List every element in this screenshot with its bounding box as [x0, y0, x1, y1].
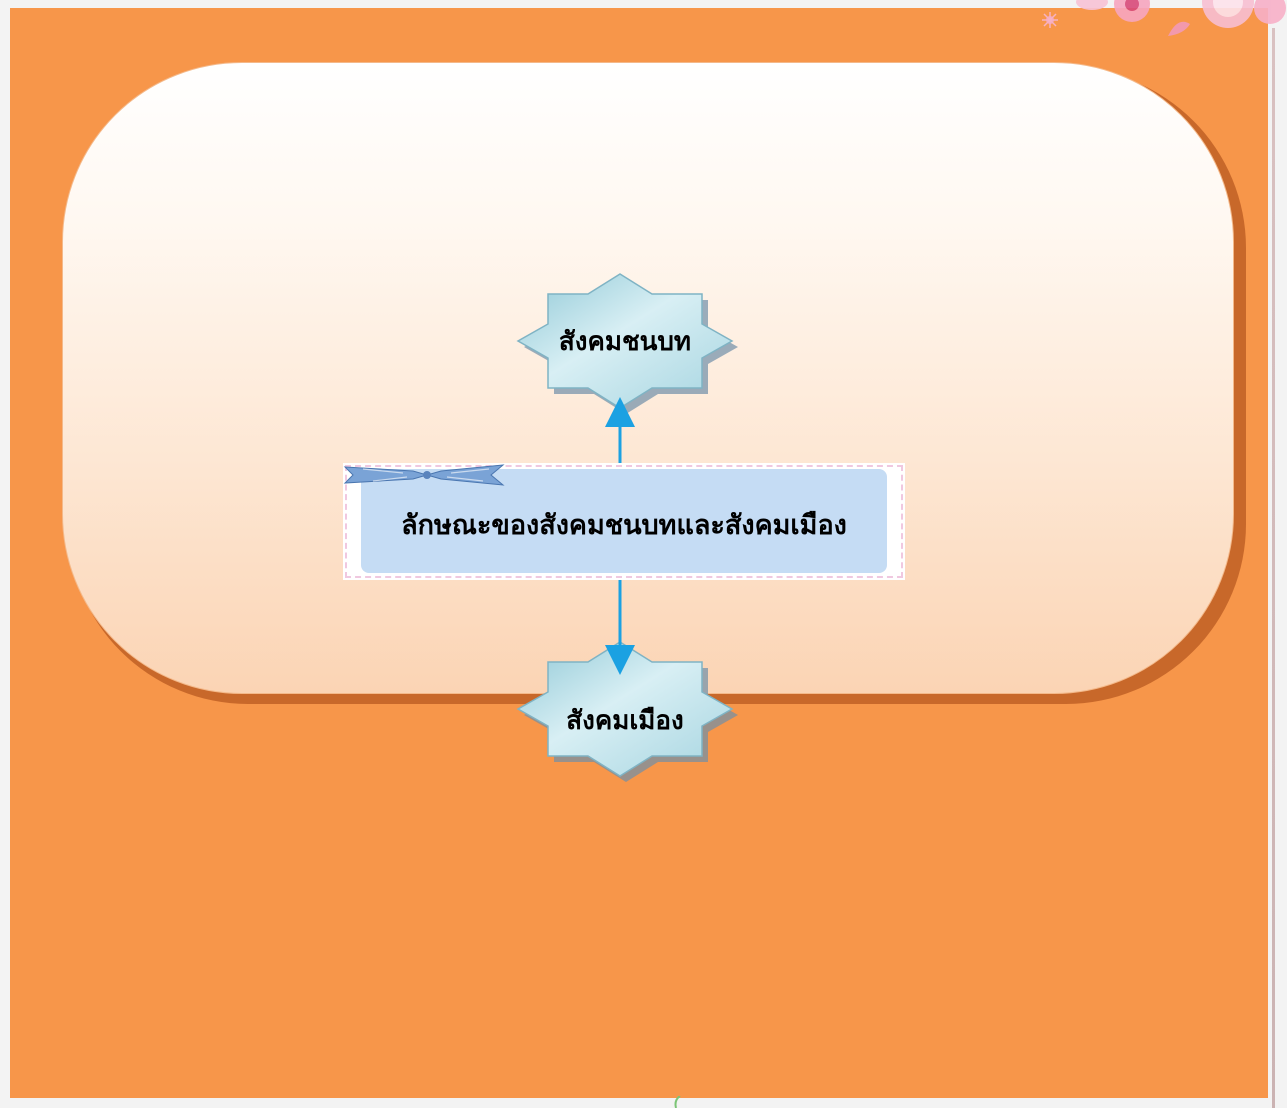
central-node-fill [361, 469, 887, 573]
page-edge-rule [1272, 28, 1275, 1108]
bottom-node-shape[interactable] [516, 641, 734, 777]
central-node-label: ลักษณะของสังคมชนบทและสังคมเมือง [401, 510, 847, 541]
central-node[interactable]: ลักษณะของสังคมชนบทและสังคมเมือง [343, 463, 905, 580]
ribbon-bow-icon [343, 464, 505, 486]
top-node-label: สังคมชนบท [558, 327, 692, 357]
flower-decoration-icon [1042, 0, 1286, 36]
central-node-dashed-frame [345, 465, 903, 578]
leaf-decoration-icon [674, 1096, 681, 1108]
bottom-node-label: สังคมเมือง [566, 706, 684, 736]
